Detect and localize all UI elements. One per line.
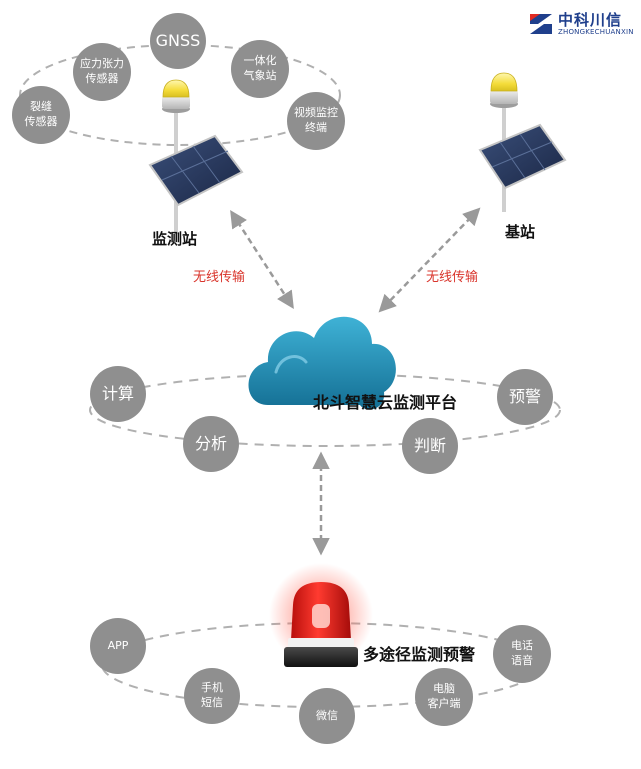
sensor-node-stress: 应力张力 传感器 [73, 43, 131, 101]
brand-subtitle: ZHONGKECHUANXIN [558, 28, 634, 36]
wireless-link-left-label: 无线传输 [193, 270, 246, 285]
wireless-link-right-label: 无线传输 [426, 270, 479, 285]
channel-node-phone: 电话 语音 [493, 625, 551, 683]
sensor-node-gnss: GNSS [150, 13, 206, 69]
base-station-device [478, 72, 567, 212]
sensor-node-crack: 裂缝 传感器 [12, 86, 70, 144]
arrow-station-platform [230, 210, 294, 309]
monitoring-station-label: 监测站 [152, 230, 198, 248]
function-node-judge: 判断 [402, 418, 458, 474]
brand-logo: 中科川信 ZHONGKECHUANXIN [528, 9, 638, 39]
warning-label: 多途径监测预警 [363, 645, 476, 664]
channel-node-wechat: 微信 [299, 688, 355, 744]
arrow-base-platform [378, 207, 481, 313]
channel-node-app: APP [90, 618, 146, 674]
base-station-label: 基站 [505, 223, 536, 241]
sensor-node-video: 视频监控 终端 [287, 92, 345, 150]
function-node-analyze: 分析 [183, 416, 239, 472]
platform-label: 北斗智慧云监测平台 [313, 393, 458, 412]
function-node-alert: 预警 [497, 369, 553, 425]
channel-node-sms: 手机 短信 [184, 668, 240, 724]
alarm-light-icon [269, 563, 373, 667]
brand-logo-icon [530, 14, 552, 34]
sensor-node-weather: 一体化 气象站 [231, 40, 289, 98]
function-node-compute: 计算 [90, 366, 146, 422]
monitoring-station-device [148, 79, 244, 234]
cloud-icon [248, 316, 396, 410]
brand-name: 中科川信 [558, 11, 623, 29]
channel-node-pc: 电脑 客户端 [415, 668, 473, 726]
